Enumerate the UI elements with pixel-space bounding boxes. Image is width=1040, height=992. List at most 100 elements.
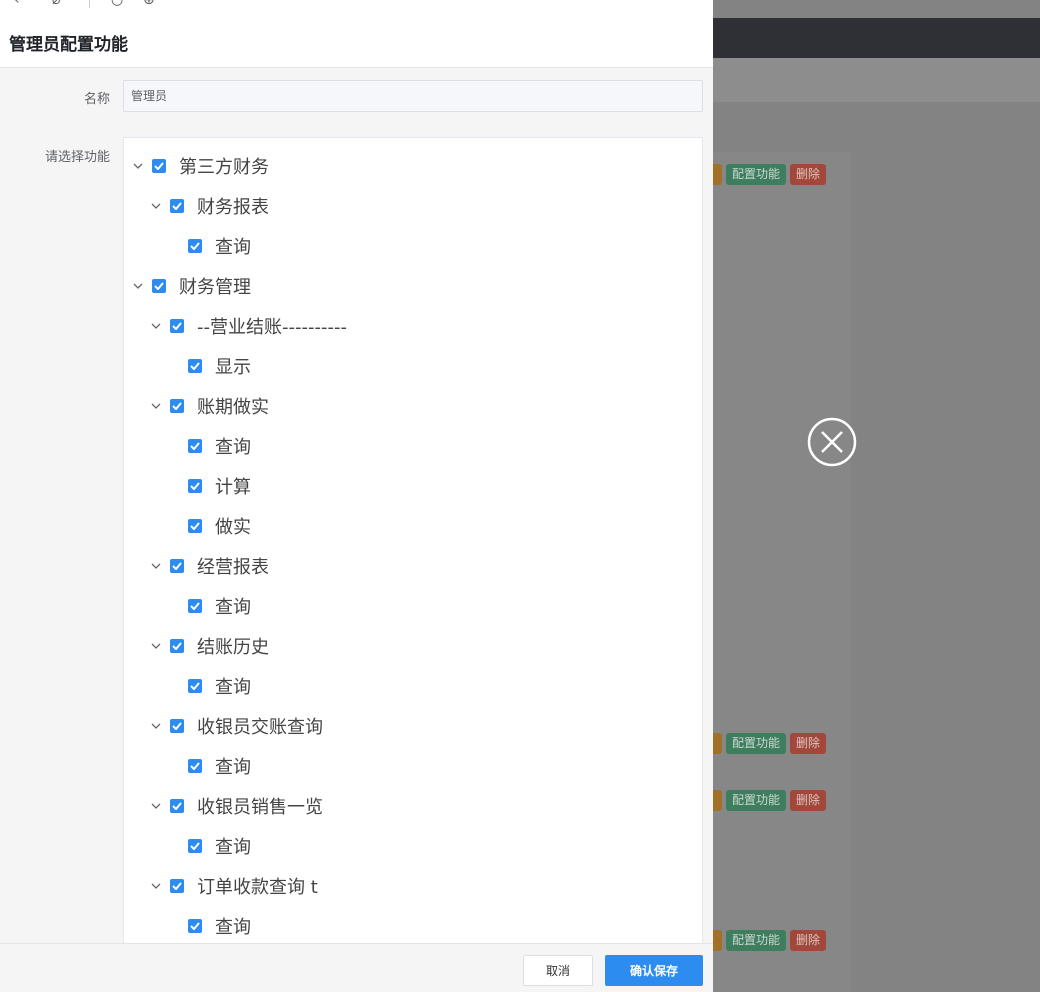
tree-node[interactable]: 计算: [168, 466, 251, 506]
toolbar-divider: [89, 0, 90, 8]
node-checkbox[interactable]: [188, 839, 202, 853]
background-row-actions: 配置功能 删除: [713, 164, 827, 185]
tree-node-label: 收银员交账查询: [197, 717, 323, 738]
tree-node-label: 经营报表: [197, 557, 269, 578]
background-delete-button: 删除: [790, 164, 827, 185]
save-button[interactable]: 确认保存: [605, 955, 703, 986]
drawer-title: 管理员配置功能: [9, 35, 128, 55]
tree-node[interactable]: 收银员交账查询: [150, 706, 323, 746]
node-checkbox[interactable]: [188, 759, 202, 773]
background-edit-button: [713, 164, 722, 185]
chevron-down-icon[interactable]: [150, 200, 162, 212]
background-config-button: 配置功能: [726, 733, 787, 754]
tree-node-label: 计算: [215, 477, 251, 498]
tree-node[interactable]: 财务管理: [132, 266, 251, 306]
background-subbar: [713, 58, 1040, 102]
tree-node-label: --营业结账----------: [197, 317, 347, 338]
node-checkbox[interactable]: [188, 439, 202, 453]
background-config-button: 配置功能: [726, 790, 787, 811]
chevron-down-icon[interactable]: [150, 560, 162, 572]
node-checkbox[interactable]: [170, 319, 184, 333]
tree-node-label: 做实: [215, 517, 251, 538]
chevron-down-icon[interactable]: [150, 320, 162, 332]
background-card: [713, 152, 851, 992]
drawer-header: 管理员配置功能: [0, 18, 713, 68]
background-edit-button: [713, 930, 722, 951]
tree-node[interactable]: --营业结账----------: [150, 306, 347, 346]
tree-node[interactable]: 经营报表: [150, 546, 269, 586]
background-delete-button: 删除: [790, 790, 827, 811]
cancel-button[interactable]: 取消: [523, 955, 593, 986]
node-checkbox[interactable]: [170, 559, 184, 573]
tree-node[interactable]: 订单收款查询 t: [150, 866, 318, 906]
node-checkbox[interactable]: [188, 479, 202, 493]
tree-node-label: 收银员销售一览: [197, 797, 323, 818]
background-row-actions: 配置功能 删除: [713, 930, 827, 951]
background-edit-button: [713, 790, 722, 811]
tree-node[interactable]: 账期做实: [150, 386, 269, 426]
chevron-down-icon[interactable]: [132, 280, 144, 292]
link-icon[interactable]: ⌀: [52, 0, 61, 8]
background-row-actions: 配置功能 删除: [713, 733, 827, 754]
tree-node[interactable]: 查询: [168, 906, 251, 943]
tree-node-label: 查询: [215, 677, 251, 698]
tree-node[interactable]: 查询: [168, 226, 251, 266]
background-delete-button: 删除: [790, 733, 827, 754]
node-checkbox[interactable]: [152, 159, 166, 173]
tree-node[interactable]: 财务报表: [150, 186, 269, 226]
chevron-down-icon[interactable]: [132, 160, 144, 172]
tree-node[interactable]: 收银员销售一览: [150, 786, 323, 826]
back-icon[interactable]: ‹: [14, 0, 20, 8]
node-checkbox[interactable]: [188, 239, 202, 253]
node-checkbox[interactable]: [188, 599, 202, 613]
background-config-button: 配置功能: [726, 930, 787, 951]
tree-node[interactable]: 查询: [168, 586, 251, 626]
drawer-footer: 取消 确认保存: [0, 943, 713, 992]
node-checkbox[interactable]: [152, 279, 166, 293]
background-config-button: 配置功能: [726, 164, 787, 185]
background-header: [713, 18, 1040, 58]
chevron-down-icon[interactable]: [150, 880, 162, 892]
close-icon[interactable]: [807, 417, 857, 467]
node-checkbox[interactable]: [188, 679, 202, 693]
chevron-down-icon[interactable]: [150, 640, 162, 652]
tree-node-label: 查询: [215, 837, 251, 858]
tree-node[interactable]: 第三方财务: [132, 146, 269, 186]
globe-icon[interactable]: ⊕: [143, 0, 155, 8]
tree-node-label: 查询: [215, 597, 251, 618]
tree-node[interactable]: 查询: [168, 746, 251, 786]
chevron-down-icon[interactable]: [150, 400, 162, 412]
tree-node-label: 账期做实: [197, 397, 269, 418]
tree-node-label: 查询: [215, 917, 251, 938]
tree-node-label: 查询: [215, 437, 251, 458]
node-checkbox[interactable]: [170, 639, 184, 653]
tree-node[interactable]: 结账历史: [150, 626, 269, 666]
background-delete-button: 删除: [790, 930, 827, 951]
node-checkbox[interactable]: [170, 199, 184, 213]
node-checkbox[interactable]: [170, 879, 184, 893]
node-checkbox[interactable]: [188, 359, 202, 373]
background-edit-button: [713, 733, 722, 754]
tree-node[interactable]: 查询: [168, 826, 251, 866]
node-checkbox[interactable]: [188, 519, 202, 533]
tree-node-label: 查询: [215, 237, 251, 258]
node-checkbox[interactable]: [170, 799, 184, 813]
top-toolbar: ‹ ⌀ ○ ⊕: [0, 0, 713, 18]
tree-node[interactable]: 做实: [168, 506, 251, 546]
function-label: 请选择功能: [44, 150, 110, 165]
tree-node-label: 结账历史: [197, 637, 269, 658]
node-checkbox[interactable]: [188, 919, 202, 933]
name-label: 名称: [83, 92, 110, 107]
chevron-down-icon[interactable]: [150, 800, 162, 812]
chevron-down-icon[interactable]: [150, 720, 162, 732]
tree-node[interactable]: 查询: [168, 666, 251, 706]
background-row-actions: 配置功能 删除: [713, 790, 827, 811]
function-tree: 第三方财务财务报表查询财务管理--营业结账----------显示账期做实查询计…: [123, 137, 703, 943]
tree-node[interactable]: 查询: [168, 426, 251, 466]
tree-node[interactable]: 显示: [168, 346, 251, 386]
tree-node-label: 财务报表: [197, 197, 269, 218]
node-checkbox[interactable]: [170, 719, 184, 733]
name-field[interactable]: 管理员: [123, 80, 703, 112]
refresh-icon[interactable]: ○: [111, 0, 124, 8]
node-checkbox[interactable]: [170, 399, 184, 413]
